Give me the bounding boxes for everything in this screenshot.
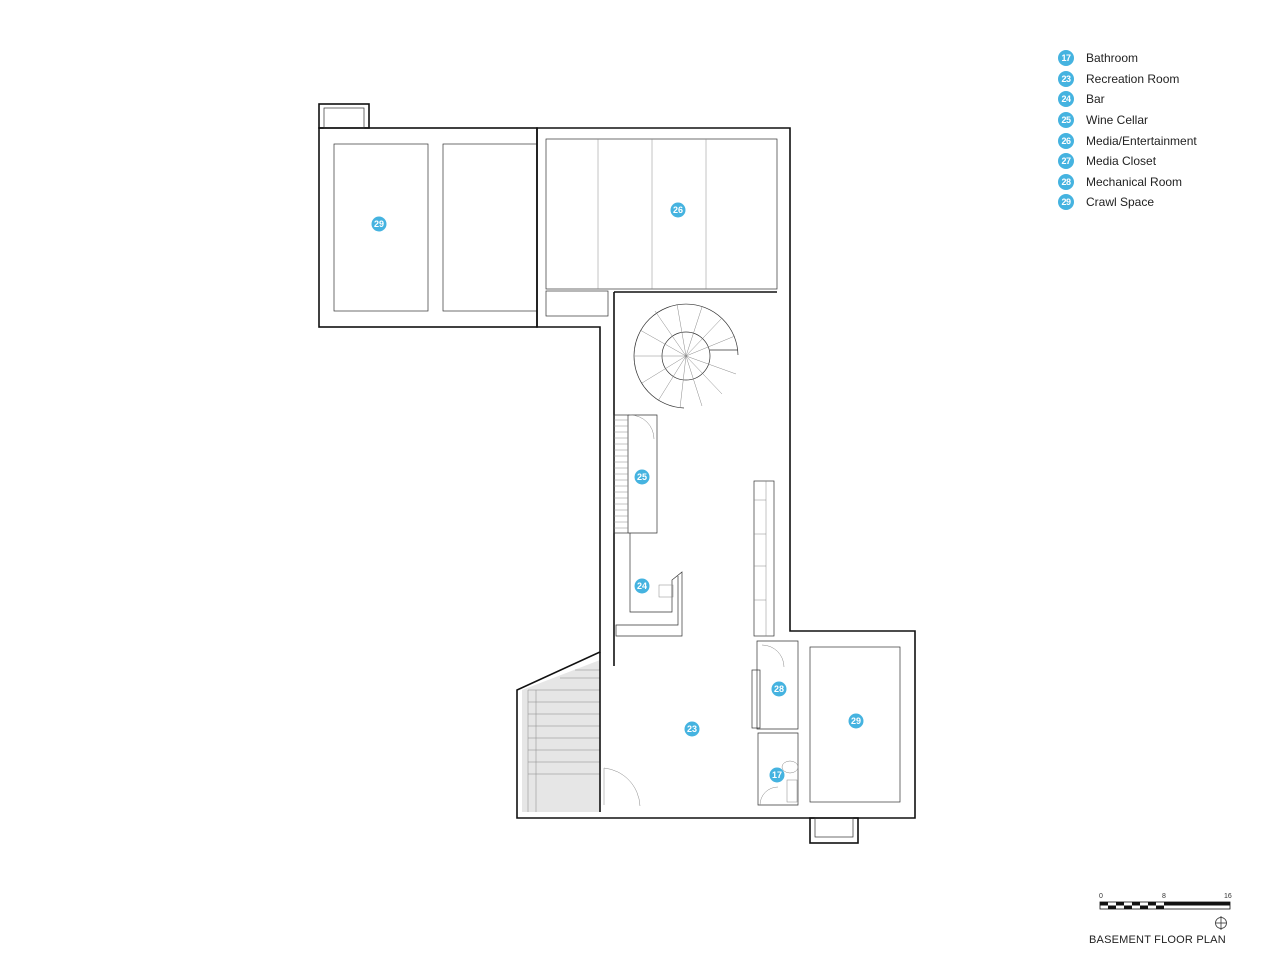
plan-title: BASEMENT FLOOR PLAN bbox=[1089, 934, 1226, 946]
legend-item: 27 Media Closet bbox=[1058, 151, 1197, 172]
wine-cellar-door-swing bbox=[629, 414, 655, 440]
scale-tick-16: 16 bbox=[1224, 893, 1232, 900]
svg-text:26: 26 bbox=[673, 205, 683, 215]
mechanical-door-swing bbox=[761, 644, 785, 668]
legend-label: Bathroom bbox=[1086, 51, 1139, 66]
scale-tick-0: 0 bbox=[1099, 893, 1103, 900]
window-well-nw bbox=[318, 103, 370, 129]
svg-text:28: 28 bbox=[774, 684, 784, 694]
room-legend: 17 Bathroom 23 Recreation Room 24 Bar 25 Win… bbox=[1058, 48, 1197, 213]
window-well-se-inner bbox=[814, 817, 854, 838]
svg-text:23: 23 bbox=[687, 724, 697, 734]
legend-number-badge: 27 bbox=[1058, 153, 1074, 170]
legend-item: 26 Media/Entertainment bbox=[1058, 130, 1197, 151]
wine-rack-shelves bbox=[614, 419, 628, 529]
window-well-nw-inner bbox=[323, 107, 365, 129]
crawl-space-west-bay-1 bbox=[333, 143, 429, 312]
svg-text:25: 25 bbox=[637, 472, 647, 482]
tag-recreation: 23 bbox=[684, 721, 700, 737]
legend-item: 25 Wine Cellar bbox=[1058, 110, 1197, 131]
legend-number-badge: 17 bbox=[1058, 50, 1074, 67]
bench-base bbox=[753, 480, 775, 637]
bench-cushions bbox=[754, 481, 767, 636]
bathroom-toilet bbox=[781, 760, 799, 774]
legend-item: 28 Mechanical Room bbox=[1058, 172, 1197, 193]
legend-label: Mechanical Room bbox=[1086, 174, 1183, 189]
svg-text:17: 17 bbox=[772, 770, 782, 780]
entry-stair bbox=[522, 660, 600, 812]
legend-label: Media Closet bbox=[1086, 154, 1157, 169]
mechanical-shelf bbox=[751, 669, 761, 729]
entry-door-swing bbox=[603, 767, 641, 807]
legend-item: 24 Bar bbox=[1058, 89, 1197, 110]
legend-number-badge: 23 bbox=[1058, 70, 1074, 87]
legend-label: Recreation Room bbox=[1086, 71, 1180, 86]
scale-bar-graphic bbox=[1099, 901, 1231, 910]
north-arrow-icon bbox=[1215, 916, 1227, 930]
legend-item: 29 Crawl Space bbox=[1058, 192, 1197, 213]
wine-cellar-wall bbox=[628, 414, 658, 534]
scale-tick-8: 8 bbox=[1162, 893, 1166, 900]
legend-label: Wine Cellar bbox=[1086, 113, 1149, 128]
legend-label: Bar bbox=[1086, 92, 1105, 107]
legend-number-badge: 25 bbox=[1058, 112, 1074, 129]
media-room-outline bbox=[545, 138, 778, 290]
legend-item: 17 Bathroom bbox=[1058, 48, 1197, 69]
tag-bar: 24 bbox=[634, 578, 650, 594]
legend-label: Crawl Space bbox=[1086, 195, 1155, 210]
mechanical-room-outline bbox=[756, 640, 799, 730]
scale-bar: 0 8 16 bbox=[1096, 893, 1236, 913]
bathroom-door-swing bbox=[759, 786, 779, 806]
legend-number-badge: 28 bbox=[1058, 173, 1074, 190]
legend-number-badge: 24 bbox=[1058, 91, 1074, 108]
window-well-se bbox=[809, 817, 859, 844]
crawl-space-west-bay-2 bbox=[442, 143, 538, 312]
media-closet bbox=[545, 290, 609, 317]
bar-counter bbox=[615, 533, 683, 637]
svg-text:29: 29 bbox=[374, 219, 384, 229]
tag-wine-cellar: 25 bbox=[634, 469, 650, 485]
tag-mechanical: 28 bbox=[771, 681, 787, 697]
legend-number-badge: 29 bbox=[1058, 194, 1074, 211]
spiral-stair bbox=[633, 303, 739, 409]
tag-media: 26 bbox=[670, 202, 686, 218]
tag-crawl-space-east: 29 bbox=[848, 713, 864, 729]
tag-crawl-space-west: 29 bbox=[371, 216, 387, 232]
legend-number-badge: 26 bbox=[1058, 132, 1074, 149]
bathroom-vanity bbox=[786, 779, 798, 803]
bar-sink bbox=[658, 584, 674, 598]
svg-text:24: 24 bbox=[637, 581, 647, 591]
legend-item: 23 Recreation Room bbox=[1058, 69, 1197, 90]
svg-text:29: 29 bbox=[851, 716, 861, 726]
legend-label: Media/Entertainment bbox=[1086, 133, 1197, 148]
basement-outline bbox=[516, 127, 916, 819]
tag-bathroom: 17 bbox=[769, 767, 785, 783]
crawl-space-east-outline bbox=[809, 646, 901, 803]
bathroom-outline bbox=[757, 732, 799, 806]
